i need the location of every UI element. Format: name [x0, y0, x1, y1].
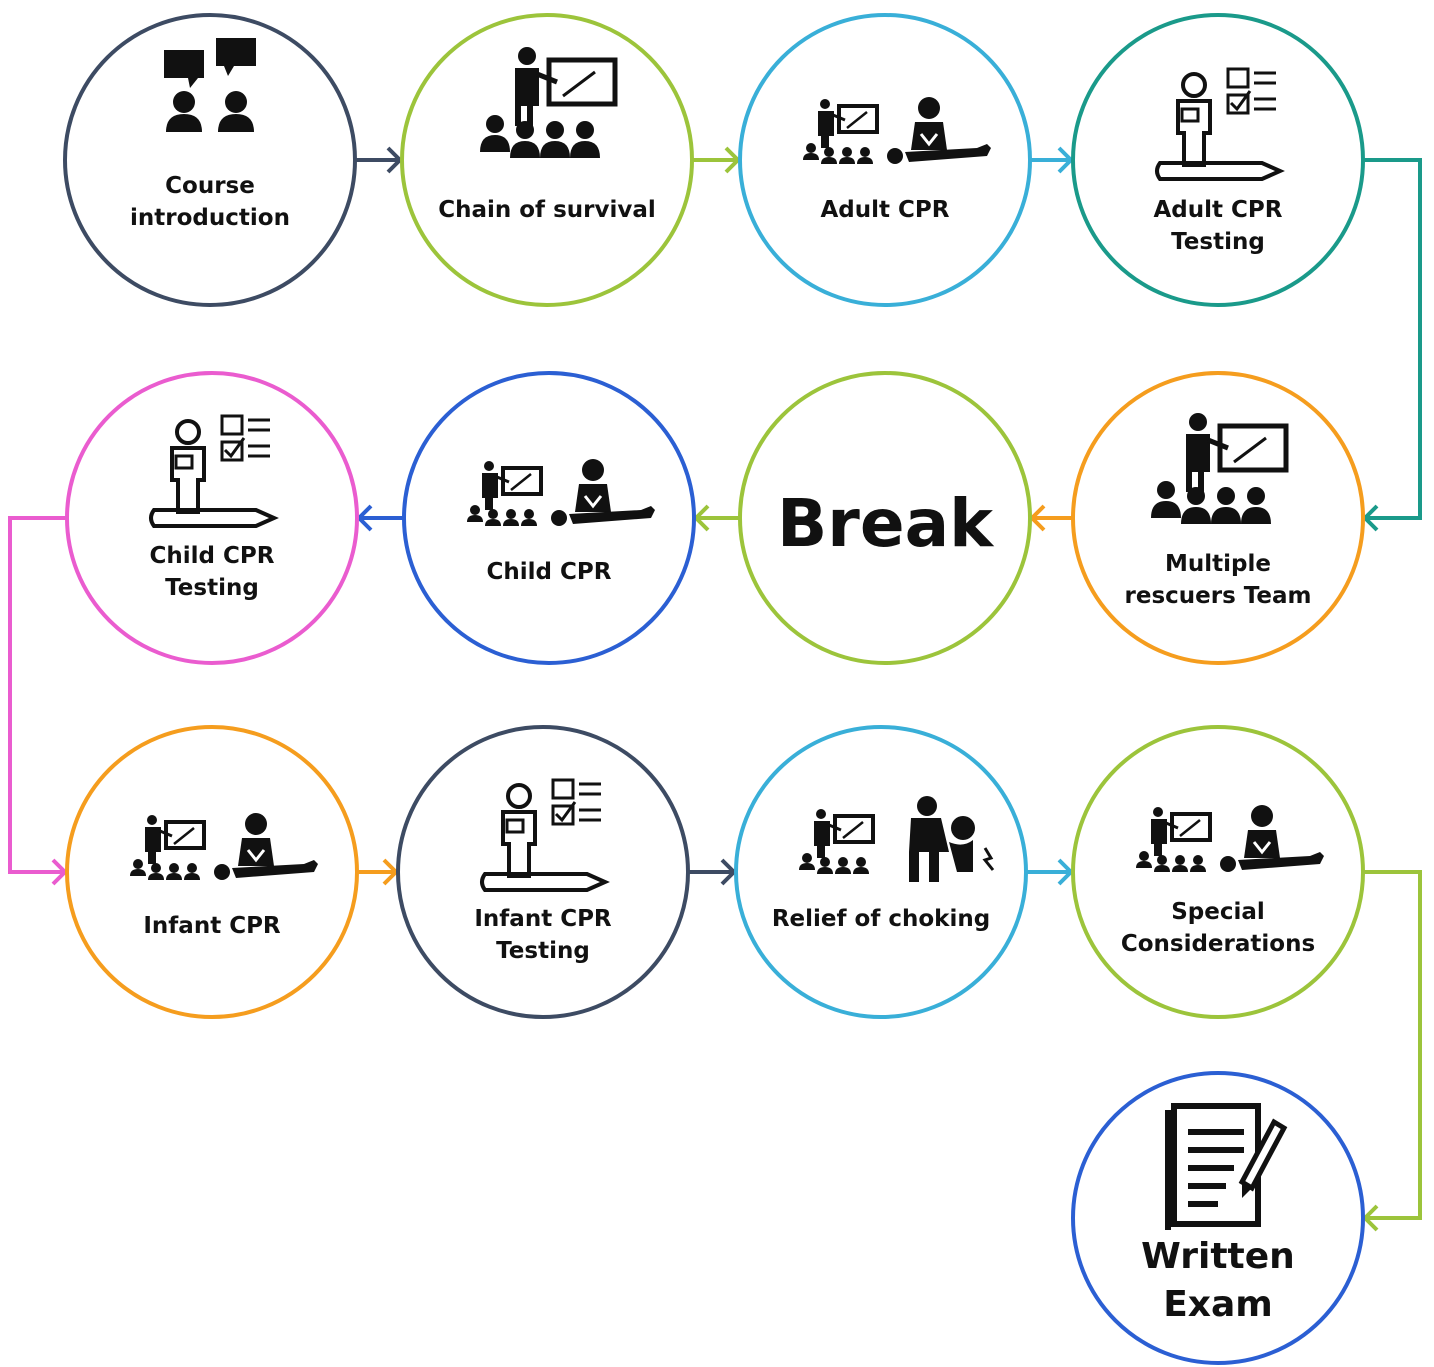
- connector-arrow-child-cpr-testing-to-infant-cpr: [8, 516, 68, 886]
- step-label-line: rescuers Team: [1125, 583, 1312, 609]
- connector-arrow-chain-of-survival-to-adult-cpr: [690, 146, 741, 174]
- connector-arrow-infant-cpr-testing-to-relief-of-choking: [686, 858, 737, 886]
- step-infant-cpr-testing: Infant CPR Testing: [396, 725, 690, 1019]
- connector-arrow-course-introduction-to-chain-of-survival: [353, 146, 403, 174]
- step-circle: [1071, 725, 1365, 1019]
- step-circle: [1071, 13, 1365, 307]
- step-label-line: Testing: [496, 938, 590, 964]
- step-label-line: introduction: [130, 205, 290, 231]
- step-circle: [400, 13, 694, 307]
- step-label-line: Child CPR: [150, 543, 275, 569]
- step-label-line: Testing: [165, 575, 259, 601]
- step-circle: [1071, 1071, 1365, 1365]
- step-circle: [65, 725, 359, 1019]
- step-label-line: Course: [165, 173, 255, 199]
- step-adult-cpr-testing: Adult CPR Testing: [1071, 13, 1365, 307]
- connectors-layer: [8, 146, 1422, 1232]
- step-break: Break: [738, 371, 1032, 665]
- step-label-line: Adult CPR: [1154, 197, 1283, 223]
- step-label-line: Adult CPR: [821, 197, 950, 223]
- step-child-cpr: Child CPR: [402, 371, 696, 665]
- step-infant-cpr: Infant CPR: [65, 725, 359, 1019]
- connector-arrow-relief-of-choking-to-special-considerations: [1024, 858, 1074, 886]
- step-circle: [63, 13, 357, 307]
- step-label-line: Written: [1141, 1236, 1295, 1277]
- step-multiple-rescuers-team: Multiple rescuers Team: [1071, 371, 1365, 665]
- step-circle: [734, 725, 1028, 1019]
- connector-arrow-multiple-rescuers-team-to-break: [1029, 504, 1075, 532]
- step-chain-of-survival: Chain of survival: [400, 13, 694, 307]
- steps-layer: Course introduction Chain of survival Adult…: [63, 13, 1365, 1365]
- step-label-line: Testing: [1171, 229, 1265, 255]
- connector-arrow-special-considerations-to-written-exam: [1362, 870, 1422, 1232]
- step-circle: [65, 371, 359, 665]
- step-label-line: Considerations: [1121, 931, 1315, 957]
- step-label-line: Exam: [1163, 1284, 1273, 1325]
- step-course-introduction: Course introduction: [63, 13, 357, 307]
- connector-arrow-break-to-child-cpr: [693, 504, 742, 532]
- step-circle: [738, 371, 1032, 665]
- step-child-cpr-testing: Child CPR Testing: [65, 371, 359, 665]
- step-label-line: Infant CPR: [474, 906, 612, 932]
- step-label-line: Infant CPR: [143, 913, 281, 939]
- step-label-line: Relief of choking: [772, 906, 990, 932]
- step-relief-of-choking: Relief of choking: [734, 725, 1028, 1019]
- step-label-line: Chain of survival: [438, 197, 656, 223]
- step-adult-cpr: Adult CPR: [738, 13, 1032, 307]
- connector-arrow-child-cpr-to-child-cpr-testing: [356, 504, 406, 532]
- connector-arrow-adult-cpr-testing-to-multiple-rescuers-team: [1362, 158, 1422, 532]
- connector-arrow-infant-cpr-to-infant-cpr-testing: [355, 858, 399, 886]
- step-label-line: Multiple: [1165, 551, 1271, 577]
- connector-arrow-adult-cpr-to-adult-cpr-testing: [1028, 146, 1074, 174]
- step-label-line: Break: [777, 485, 995, 562]
- step-label-line: Special: [1171, 899, 1265, 925]
- step-circle: [402, 371, 696, 665]
- step-label-line: Child CPR: [487, 559, 612, 585]
- step-circle: [738, 13, 1032, 307]
